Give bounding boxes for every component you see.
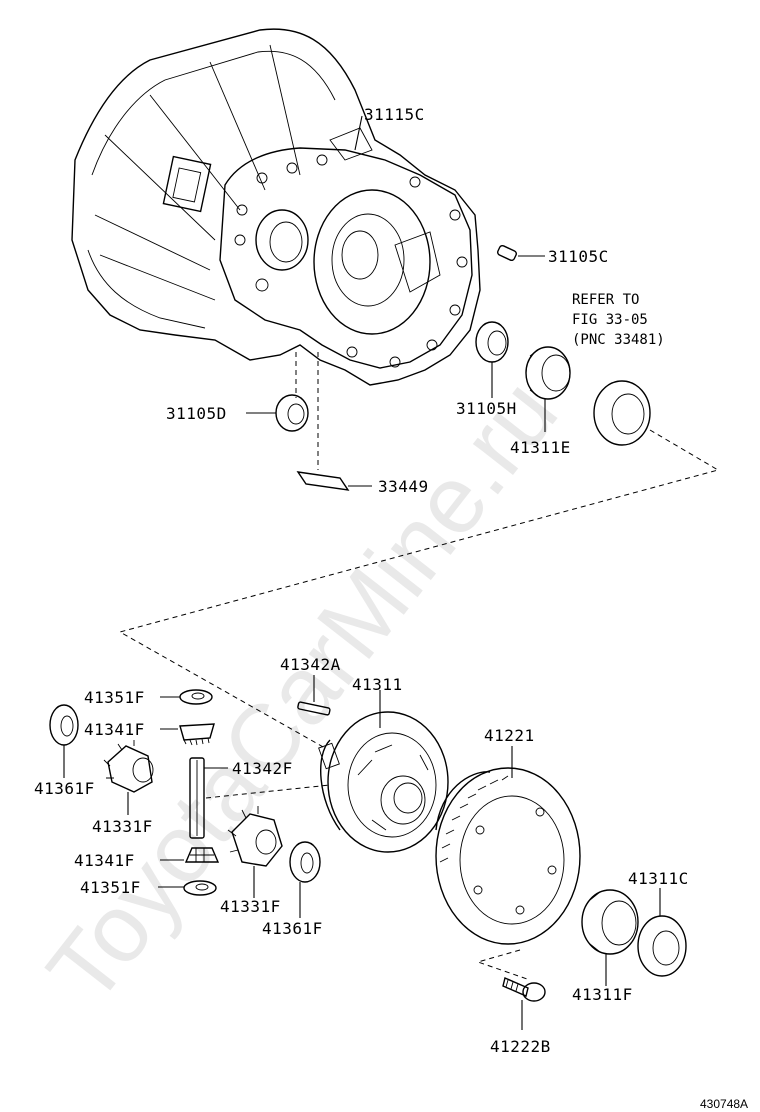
washer-41361F-left-drawing [49, 704, 79, 746]
label-41311E: 41311E [510, 438, 571, 457]
shim-33449-drawing [296, 471, 350, 491]
label-41311C: 41311C [628, 869, 689, 888]
label-41361F-bottom: 41361F [262, 919, 323, 938]
label-33449: 33449 [378, 477, 429, 496]
label-31105D: 31105D [166, 404, 227, 423]
label-31115C: 31115C [364, 105, 425, 124]
transaxle-housing-drawing [71, 28, 481, 386]
pin-41342A-drawing [297, 701, 331, 716]
pinion-shaft-41342F-drawing [189, 757, 205, 839]
assembly-line-main [118, 429, 720, 749]
figure-code: 430748A [700, 1097, 748, 1111]
label-41331F-bottom: 41331F [220, 897, 281, 916]
label-41361F-left: 41361F [34, 779, 95, 798]
pinion-gear-41341F-top-drawing [179, 723, 215, 746]
assembly-line-bolt [476, 949, 531, 981]
label-41311: 41311 [352, 675, 403, 694]
side-gear-41331F-left-drawing [103, 740, 154, 793]
label-41221: 41221 [484, 726, 535, 745]
label-41351F-bottom: 41351F [80, 878, 141, 897]
label-41222B: 41222B [490, 1037, 551, 1056]
label-41311F: 41311F [572, 985, 633, 1004]
washer-41361F-bottom-drawing [289, 841, 321, 883]
assembly-line-shaft [205, 784, 331, 799]
label-41341F-bottom: 41341F [74, 851, 135, 870]
refer-note-line1: REFER TO [572, 292, 639, 308]
bearing-41311F-drawing [581, 889, 639, 955]
ring-gear-41221-drawing [435, 767, 581, 945]
leader-31115C [354, 115, 363, 151]
bolt-41222B-drawing [502, 977, 546, 1002]
refer-note-line3: (PNC 33481) [572, 332, 665, 348]
side-gear-41331F-bottom-drawing [227, 806, 283, 867]
pinion-gear-41341F-bottom-drawing [184, 847, 220, 863]
label-31105H: 31105H [456, 399, 517, 418]
label-41351F-top: 41351F [84, 688, 145, 707]
label-41342F: 41342F [232, 759, 293, 778]
bearing-41311E-drawing [525, 346, 571, 400]
plug-31105C-drawing [497, 244, 517, 262]
seal-31105D-drawing [275, 394, 309, 432]
label-31105C: 31105C [548, 247, 609, 266]
ref-seal-drawing [593, 380, 651, 446]
label-41341F-top: 41341F [84, 720, 145, 739]
label-41342A: 41342A [280, 655, 341, 674]
label-41331F-left: 41331F [92, 817, 153, 836]
differential-case-41311-drawing [318, 711, 449, 853]
washer-41311C-drawing [637, 915, 687, 977]
oil-seal-31105H-drawing [475, 321, 509, 363]
washer-41351F-bottom-drawing [183, 880, 217, 896]
washer-41351F-top-drawing [179, 689, 213, 705]
refer-note-line2: FIG 33-05 [572, 312, 648, 328]
